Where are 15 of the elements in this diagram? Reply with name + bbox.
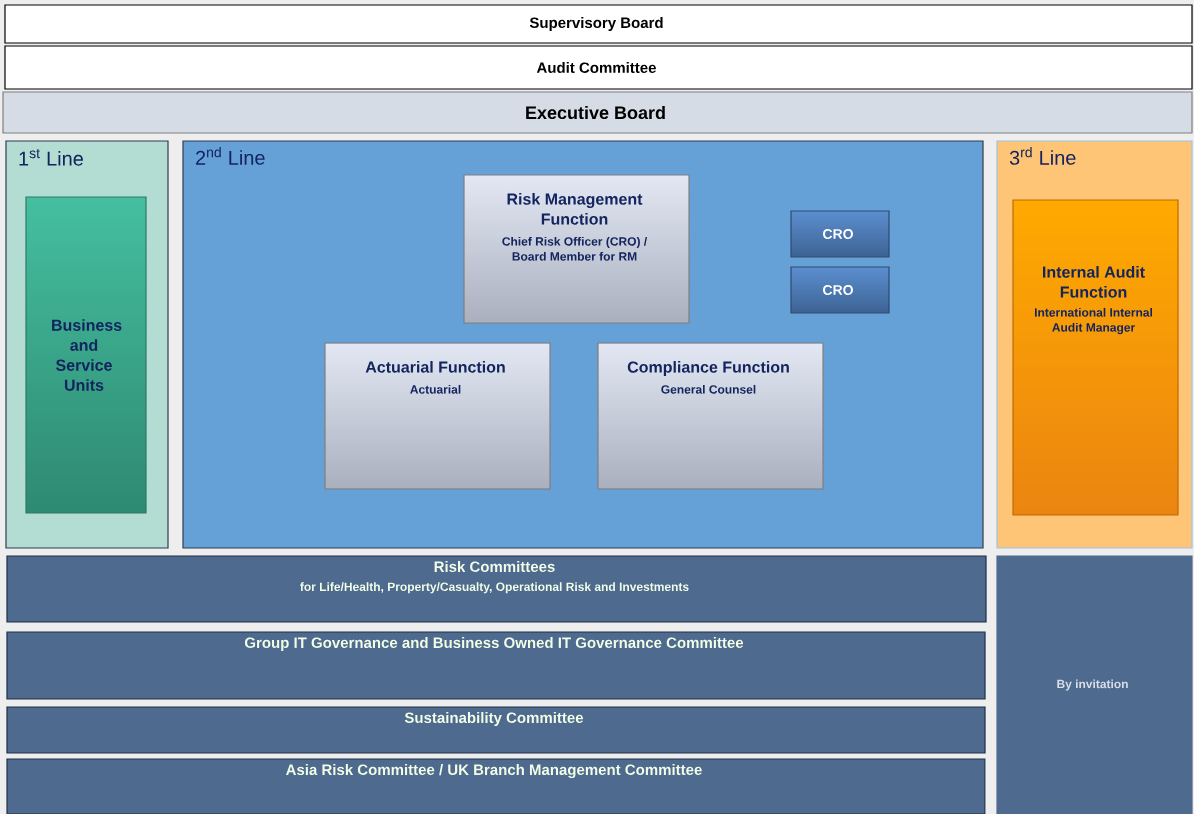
function-box: Internal Audit Function International Internal Audit Manager [1012, 199, 1179, 516]
function-box: Actuarial Function Actuarial [324, 342, 551, 490]
board-bar: Executive Board [2, 91, 1193, 134]
committee-bar: Asia Risk Committee / UK Branch Management Committee [6, 758, 986, 814]
role-box: CRO [790, 210, 890, 258]
committee-bar: Sustainability Committee [6, 706, 986, 754]
unit-box: Business and Service Units [25, 196, 147, 514]
committee-bar: Risk Committees for Life/Health, Property/Casualty, Operational Risk and Investments [6, 555, 987, 623]
function-box: Risk Management Function Chief Risk Officer (CRO) / Board Member for RM [463, 174, 690, 324]
invitation-panel: By invitation [996, 555, 1193, 814]
role-box: CRO [790, 266, 890, 314]
committee-bar: Audit Committee [4, 45, 1193, 90]
committee-bar: Group IT Governance and Business Owned IT Governance Committee [6, 631, 986, 700]
board-bar: Supervisory Board [4, 4, 1193, 44]
function-box: Compliance Function General Counsel [597, 342, 824, 490]
